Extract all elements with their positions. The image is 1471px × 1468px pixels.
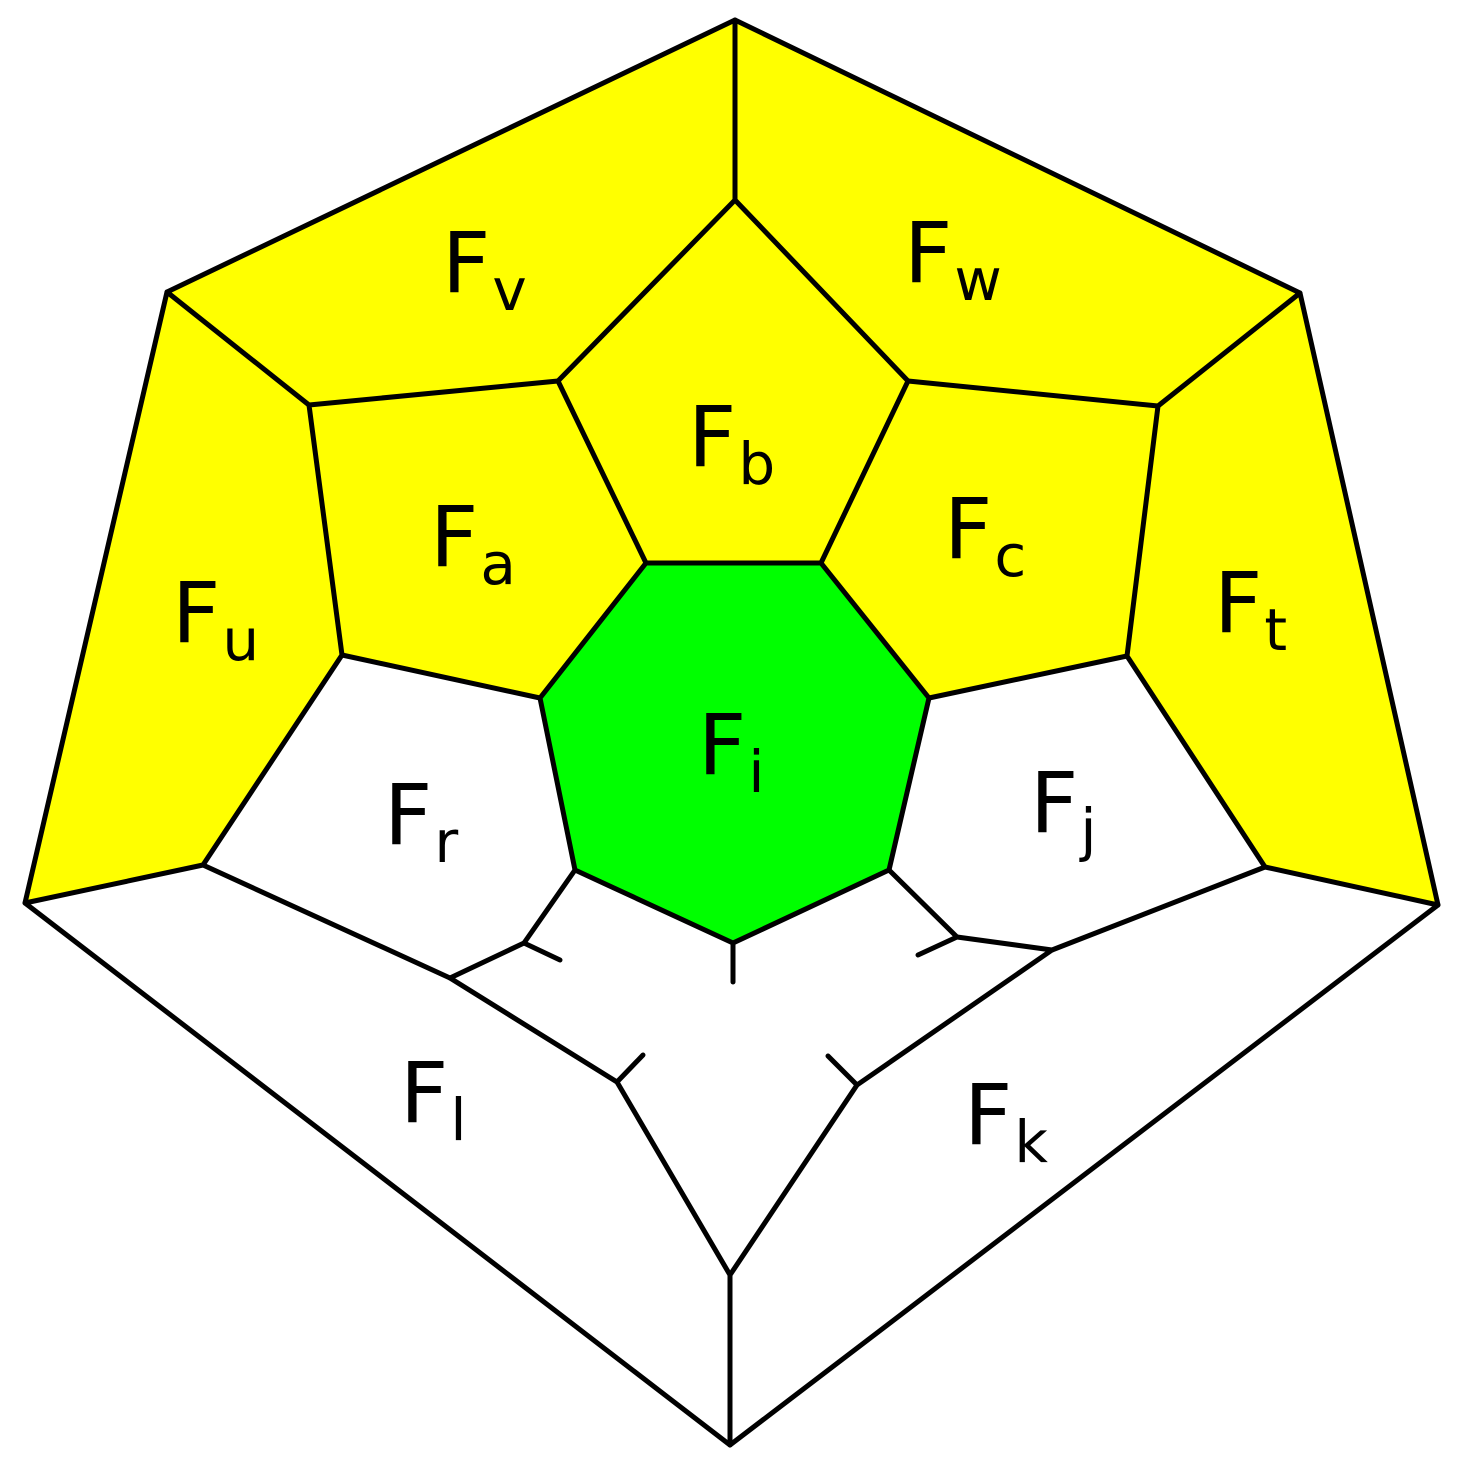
svg-text:Fb: Fb	[688, 388, 775, 498]
stub-left-lower	[614, 1052, 646, 1085]
graph-edges	[22, 17, 1441, 1448]
edge-c-j	[926, 653, 1130, 701]
face-label-v: Fv	[442, 214, 527, 324]
stub-left-inner	[521, 940, 563, 963]
edge-ring-right	[905, 378, 1268, 870]
face-label-a: Fa	[430, 488, 516, 598]
face-t-region	[1127, 293, 1438, 905]
svg-text:Fw: Fw	[904, 204, 1002, 314]
face-i-region	[540, 563, 929, 943]
edge-right-spoke	[1155, 290, 1303, 409]
svg-text:Fu: Fu	[172, 564, 259, 674]
edge-left-spoke	[164, 289, 312, 408]
svg-text:Fc: Fc	[944, 480, 1026, 590]
svg-text:Fi: Fi	[698, 696, 764, 806]
stub-right-lower	[825, 1053, 860, 1088]
stub-right-inner	[915, 934, 960, 958]
face-label-t: Ft	[1214, 554, 1287, 664]
edge-j-short	[954, 934, 1055, 953]
face-v-region	[167, 20, 735, 405]
svg-text:Fa: Fa	[430, 488, 516, 598]
svg-text:Fv: Fv	[442, 214, 527, 324]
edge-a-r	[339, 652, 543, 701]
face-label-w: Fw	[904, 204, 1002, 314]
edge-heptagon-right-down	[886, 867, 960, 940]
svg-text:Ft: Ft	[1214, 554, 1287, 664]
face-label-u: Fu	[172, 564, 259, 674]
svg-text:Fr: Fr	[384, 766, 458, 876]
edge-lower-left-chain	[200, 862, 733, 1278]
edge-top-face-b-upper	[555, 197, 911, 384]
face-w-region	[735, 20, 1300, 406]
edge-heptagon-left-down	[521, 867, 578, 946]
face-label-i: Fi	[698, 696, 764, 806]
face-label-c: Fc	[944, 480, 1026, 590]
face-label-l: Fl	[400, 1044, 466, 1154]
svg-text:Fk: Fk	[964, 1066, 1048, 1176]
face-label-k: Fk	[964, 1066, 1048, 1176]
edge-r-short	[447, 940, 527, 981]
edge-lower-left-spoke	[22, 862, 206, 906]
face-label-b: Fb	[688, 388, 775, 498]
face-a-region	[309, 381, 646, 698]
central-heptagon-edge	[537, 560, 932, 946]
face-label-j: Fj	[1030, 754, 1096, 864]
face-label-r: Fr	[384, 766, 458, 876]
edge-lower-right-chain	[727, 864, 1268, 1278]
face-c-region	[821, 381, 1158, 698]
face-u-region	[25, 292, 342, 903]
svg-text:Fl: Fl	[400, 1044, 466, 1154]
edge-b-c	[818, 378, 911, 566]
edge-b-a	[555, 378, 649, 566]
edge-ring-left	[200, 378, 561, 868]
edge-lower-right-spoke	[1262, 864, 1441, 908]
svg-text:Fj: Fj	[1030, 754, 1096, 864]
